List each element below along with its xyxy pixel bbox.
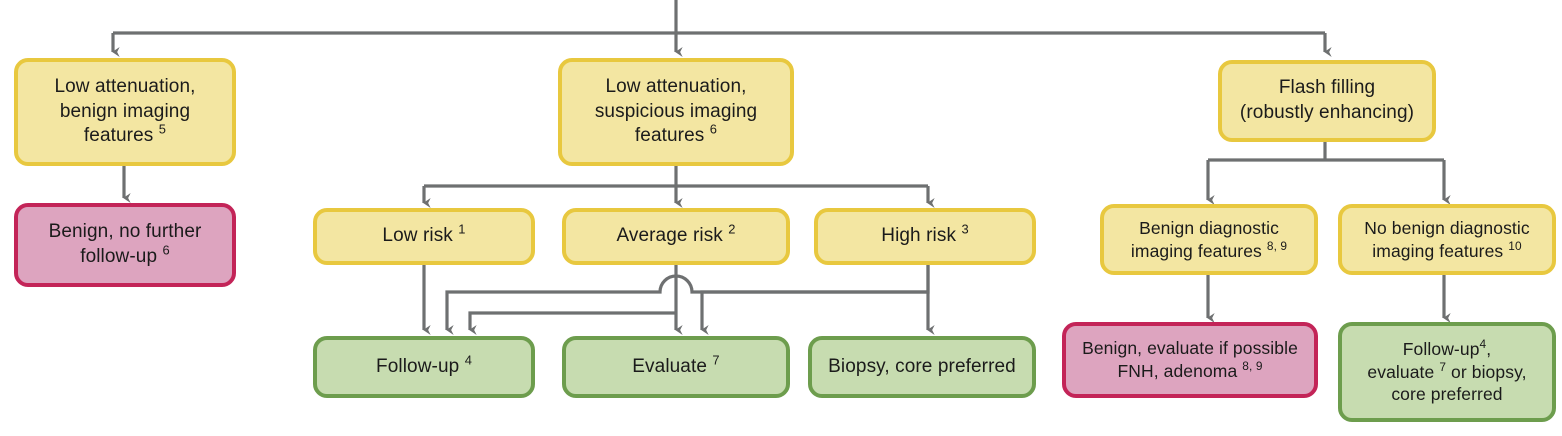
node-evaluate-label: Evaluate 7 bbox=[624, 352, 727, 380]
edge-avg-low-bus bbox=[468, 311, 676, 335]
node-benign-evaluate-fnh-adenoma-label: Benign, evaluate if possible FNH, adenom… bbox=[1074, 337, 1306, 383]
footnote-ref: 10 bbox=[1508, 238, 1522, 253]
node-follow-up-label: Follow-up 4 bbox=[368, 352, 480, 380]
node-high-risk-label: High risk 3 bbox=[873, 221, 976, 249]
footnote-ref-1: 4 bbox=[1479, 337, 1487, 352]
line-1: Evaluate bbox=[632, 355, 708, 377]
node-flash-filling[interactable]: Flash filling (robustly enhancing) bbox=[1218, 60, 1436, 142]
node-biopsy-core-preferred-label: Biopsy, core preferred bbox=[820, 355, 1024, 380]
node-low-risk-label: Low risk 1 bbox=[374, 221, 473, 249]
line-1: No benign diagnostic bbox=[1364, 217, 1530, 238]
edge-avgrisk-to-followup bbox=[445, 265, 930, 335]
node-followup-evaluate-or-biopsy[interactable]: Follow-up4, evaluate 7 or biopsy, core p… bbox=[1338, 322, 1556, 422]
footnote-ref: 5 bbox=[158, 122, 167, 138]
line-1: Biopsy, core preferred bbox=[828, 355, 1016, 377]
line-1: Benign diagnostic bbox=[1139, 217, 1279, 238]
node-no-benign-diagnostic-imaging-features-label: No benign diagnostic imaging features 10 bbox=[1356, 217, 1537, 263]
line-1: Low risk bbox=[382, 225, 453, 247]
node-followup-evaluate-or-biopsy-label: Follow-up4, evaluate 7 or biopsy, core p… bbox=[1367, 337, 1527, 405]
line-1: Low attenuation, bbox=[54, 75, 196, 97]
line-1: Benign, evaluate if possible bbox=[1082, 338, 1298, 359]
line-2: follow-up bbox=[80, 246, 158, 267]
footnote-ref: 6 bbox=[162, 242, 170, 258]
footnote-ref: 8, 9 bbox=[1266, 238, 1288, 253]
node-high-risk[interactable]: High risk 3 bbox=[814, 208, 1036, 265]
node-low-attenuation-suspicious-label: Low attenuation, suspicious imaging feat… bbox=[587, 75, 765, 149]
line-2: FNH, adenoma bbox=[1117, 361, 1238, 381]
line-2: benign imaging bbox=[59, 100, 191, 122]
line-2a: evaluate bbox=[1367, 361, 1435, 382]
footnote-ref: 2 bbox=[728, 221, 736, 237]
node-low-risk[interactable]: Low risk 1 bbox=[313, 208, 535, 265]
line-2b: or biopsy, bbox=[1451, 361, 1527, 382]
node-flash-filling-label: Flash filling (robustly enhancing) bbox=[1232, 76, 1422, 125]
footnote-ref: 8, 9 bbox=[1242, 359, 1263, 374]
node-follow-up[interactable]: Follow-up 4 bbox=[313, 336, 535, 398]
line-1: Benign, no further bbox=[48, 221, 202, 243]
node-benign-evaluate-fnh-adenoma[interactable]: Benign, evaluate if possible FNH, adenom… bbox=[1062, 322, 1318, 398]
line-2: imaging features bbox=[1130, 240, 1262, 261]
line-1: Follow-up bbox=[376, 355, 460, 377]
footnote-ref: 3 bbox=[961, 221, 969, 237]
node-biopsy-core-preferred[interactable]: Biopsy, core preferred bbox=[808, 336, 1036, 398]
node-average-risk[interactable]: Average risk 2 bbox=[562, 208, 790, 265]
node-low-attenuation-suspicious[interactable]: Low attenuation, suspicious imaging feat… bbox=[558, 58, 794, 166]
node-low-attenuation-benign[interactable]: Low attenuation, benign imaging features… bbox=[14, 58, 236, 166]
footnote-ref: 7 bbox=[712, 352, 720, 368]
line-3: core preferred bbox=[1391, 384, 1503, 405]
line-3: features bbox=[83, 125, 154, 147]
node-low-attenuation-benign-label: Low attenuation, benign imaging features… bbox=[46, 75, 203, 149]
line-2: imaging features bbox=[1372, 240, 1504, 261]
node-no-benign-diagnostic-imaging-features[interactable]: No benign diagnostic imaging features 10 bbox=[1338, 204, 1556, 275]
node-benign-no-further-followup-label: Benign, no further follow-up 6 bbox=[41, 220, 210, 269]
node-benign-no-further-followup[interactable]: Benign, no further follow-up 6 bbox=[14, 203, 236, 287]
footnote-ref: 6 bbox=[709, 122, 718, 138]
line-1: Average risk bbox=[616, 225, 723, 247]
node-benign-diagnostic-imaging-features-label: Benign diagnostic imaging features 8, 9 bbox=[1123, 217, 1295, 263]
line-2: (robustly enhancing) bbox=[1239, 102, 1415, 123]
line-2: suspicious imaging bbox=[594, 100, 758, 122]
line-1: Low attenuation, bbox=[605, 75, 747, 97]
line-1: High risk bbox=[881, 225, 957, 247]
node-average-risk-label: Average risk 2 bbox=[608, 221, 743, 249]
node-evaluate[interactable]: Evaluate 7 bbox=[562, 336, 790, 398]
footnote-ref-2: 7 bbox=[1439, 359, 1447, 374]
line-1: Follow-up bbox=[1402, 338, 1480, 359]
footnote-ref: 1 bbox=[458, 221, 466, 237]
footnote-ref: 4 bbox=[464, 352, 472, 368]
line-1: Flash filling bbox=[1278, 77, 1376, 99]
edge-highrisk-to-evaluate bbox=[700, 290, 928, 335]
line-3: features bbox=[634, 125, 705, 147]
node-benign-diagnostic-imaging-features[interactable]: Benign diagnostic imaging features 8, 9 bbox=[1100, 204, 1318, 275]
